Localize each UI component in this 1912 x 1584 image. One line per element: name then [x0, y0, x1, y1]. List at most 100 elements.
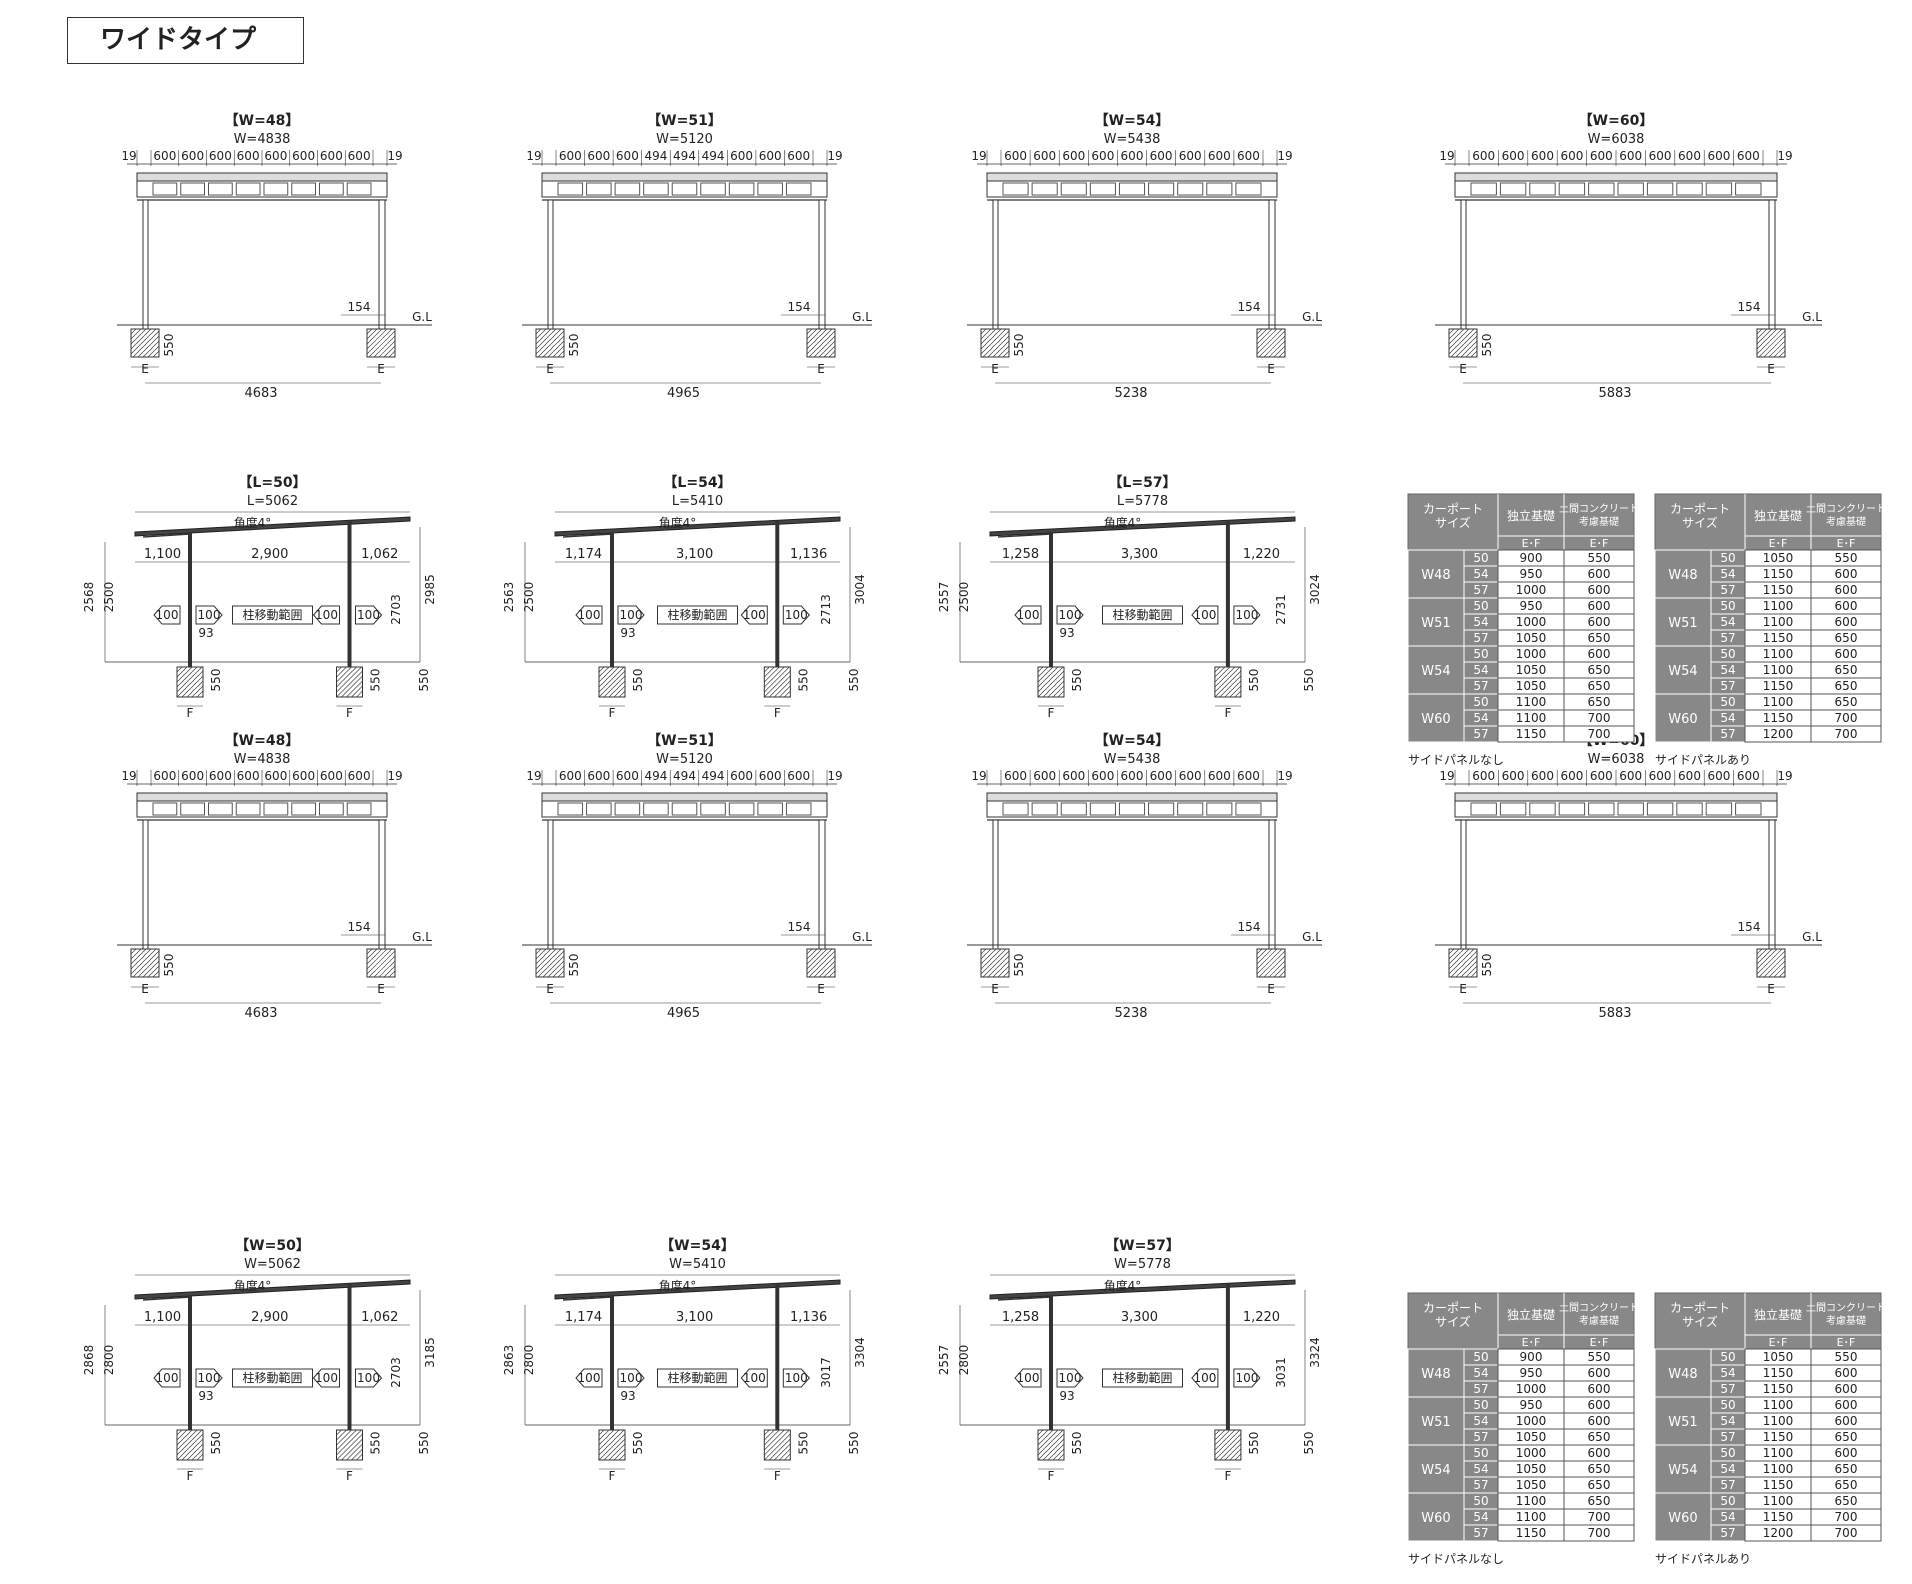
- table-value: 1100: [1516, 695, 1547, 709]
- foot-label: E: [991, 362, 999, 376]
- hatch-line: [346, 1443, 363, 1461]
- dim-right: 1,062: [361, 547, 398, 562]
- segment-dim: 19: [526, 149, 541, 163]
- hatch-line: [361, 1458, 363, 1461]
- footing-outline: [1037, 1429, 1065, 1461]
- roof-panel: [541, 800, 828, 818]
- hatch-line: [623, 695, 626, 698]
- table-group-cell: [1654, 1348, 1712, 1398]
- table-value: 650: [1588, 1462, 1611, 1476]
- table-value: 650: [1588, 1494, 1611, 1508]
- table-value: 700: [1835, 727, 1858, 741]
- move-arrow: [1014, 1368, 1042, 1388]
- segment-dim: 600: [292, 149, 315, 163]
- dim-height-top: 3304: [853, 1337, 867, 1368]
- table-value: 1150: [1763, 1430, 1794, 1444]
- offset-dim: 93: [198, 626, 213, 640]
- move-range-box: [232, 1368, 313, 1388]
- move-value: 100: [1059, 608, 1082, 622]
- dim-left: 1,100: [144, 1310, 181, 1325]
- foundation-depth: 550: [1302, 669, 1316, 692]
- roof-panel-cell: [1617, 802, 1644, 816]
- hatch-line: [1448, 948, 1455, 955]
- hatch-line: [982, 330, 1010, 358]
- move-range-box: [1102, 605, 1183, 625]
- footing: [763, 666, 791, 698]
- footing: [1756, 948, 1786, 978]
- segment-dim: 19: [827, 769, 842, 783]
- hatch-line: [147, 965, 160, 978]
- foundation-depth: 550: [1247, 1432, 1261, 1455]
- hatch-line: [1263, 335, 1286, 358]
- roof-panel: [136, 800, 388, 818]
- beam: [997, 1296, 1052, 1301]
- hatch-line: [1037, 666, 1049, 678]
- hatch-line: [764, 666, 785, 688]
- footing: [1448, 328, 1478, 358]
- segment-dim: 600: [559, 769, 582, 783]
- dim-height-front: 2557: [937, 1345, 951, 1376]
- table-header-concrete: 考慮基礎: [1579, 1314, 1619, 1327]
- table-value: 900: [1520, 551, 1543, 565]
- hatch-line: [336, 1429, 362, 1456]
- table-subheader: E･F: [1522, 1336, 1541, 1349]
- move-arrow: [195, 605, 223, 625]
- foot-label: F: [1048, 706, 1055, 720]
- foundation-depth-dim: 550: [162, 334, 176, 357]
- move-range-label: 柱移動範囲: [1112, 607, 1172, 622]
- hatch-line: [813, 335, 836, 358]
- foot-label: E: [1459, 982, 1467, 996]
- hatch-line: [1224, 680, 1242, 698]
- hatch-line: [1037, 666, 1044, 673]
- hatch-line: [1448, 948, 1465, 965]
- move-arrow: [1056, 605, 1084, 625]
- table-sub-label: 54: [1473, 1366, 1488, 1380]
- hatch-line: [1470, 350, 1478, 358]
- ground-label: G.L: [852, 310, 872, 324]
- hatch-line: [1214, 666, 1221, 673]
- hatch-line: [603, 675, 626, 698]
- move-value: 100: [578, 1371, 601, 1385]
- segment-dim: 600: [616, 149, 639, 163]
- move-value: 100: [785, 1371, 808, 1385]
- hatch-line: [774, 1443, 791, 1461]
- hatch-line: [336, 666, 342, 673]
- hatch-line: [186, 1443, 204, 1461]
- hatch-line: [1256, 328, 1283, 355]
- hatch-line: [388, 970, 396, 978]
- roof-panel-cell: [1588, 802, 1615, 816]
- hatch-line: [130, 948, 157, 975]
- segment-dim: 600: [209, 769, 232, 783]
- hatch-line: [1756, 948, 1783, 975]
- roof-panel-cell: [1206, 182, 1233, 196]
- hatch-line: [1768, 960, 1786, 978]
- hatch-line: [393, 355, 396, 358]
- hatch-line: [598, 1429, 610, 1441]
- foundation-depth-dim: 550: [1012, 954, 1026, 977]
- table-sub-label: 57: [1720, 679, 1735, 693]
- roof-top: [136, 172, 388, 182]
- table-value: 700: [1835, 711, 1858, 725]
- move-arrow: [782, 1368, 810, 1388]
- table-value: 650: [1588, 1430, 1611, 1444]
- hatch-line: [366, 948, 393, 975]
- table-sub-label: 57: [1720, 1430, 1735, 1444]
- roof-angle: 角度4°: [234, 515, 272, 530]
- dim-height-rear: 3031: [1274, 1357, 1288, 1388]
- table-sub-label: 57: [1473, 583, 1488, 597]
- dim-left: 1,174: [565, 547, 602, 562]
- table-value: 1100: [1763, 615, 1794, 629]
- foot-label: F: [187, 706, 194, 720]
- hatch-line: [1037, 1429, 1059, 1451]
- hatch-line: [130, 948, 137, 955]
- segment-dim: 600: [237, 149, 260, 163]
- roof-panel-cell: [1002, 182, 1029, 196]
- hatch-line: [535, 328, 547, 340]
- roof-panel-cell: [586, 182, 612, 196]
- beam: [142, 1296, 191, 1301]
- dim-height-top: 3185: [423, 1337, 437, 1368]
- hatch-line: [186, 680, 204, 698]
- hatch-line: [1057, 1453, 1065, 1461]
- table-sub-label: 54: [1720, 1462, 1735, 1476]
